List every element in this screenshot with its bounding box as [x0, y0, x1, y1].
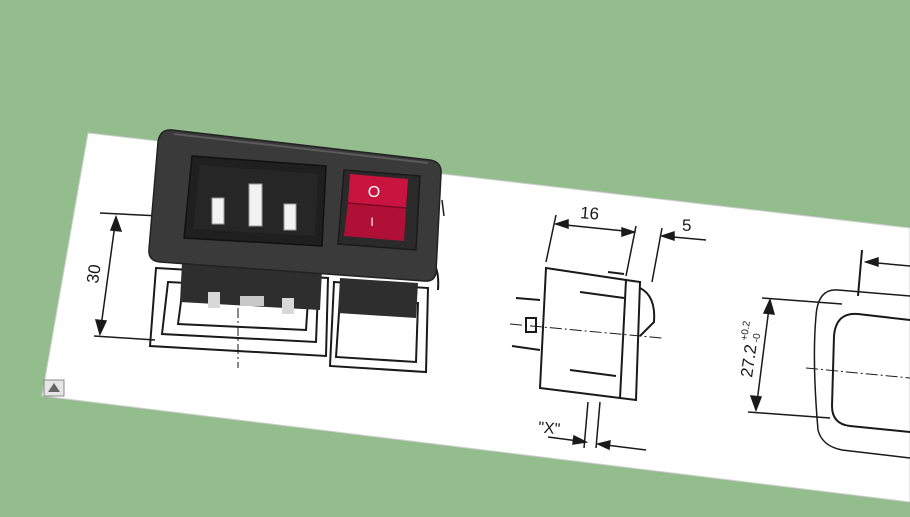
rocker-off-label: O [368, 184, 380, 201]
dimension-27-2-tol-upper: +0.2 [739, 320, 753, 342]
pin-right [283, 203, 297, 231]
dimension-16 [545, 214, 637, 277]
side-view-outline [511, 266, 656, 402]
rocker-on-label: I [370, 215, 373, 229]
dimension-16-label: 16 [579, 203, 600, 224]
power-inlet-module[interactable] [148, 129, 442, 318]
dimension-5-label: 5 [682, 216, 691, 235]
pin-center [248, 183, 263, 227]
dimension-27-2-group: 27.2 +0.2 -0 [737, 320, 763, 379]
dimension-30 [93, 212, 161, 341]
dimension-x [547, 401, 647, 451]
side-center-line [509, 323, 663, 339]
right-center-line [805, 367, 910, 379]
dimension-27-2-label: 27.2 [737, 343, 760, 378]
dimension-27-2-tol-lower: -0 [751, 332, 763, 343]
dimension-27-2 [747, 297, 843, 419]
top-ext-line [441, 199, 445, 217]
triangle-up-icon[interactable] [43, 379, 65, 397]
right-top-arrow [863, 256, 910, 268]
dimension-x-label: "X" [537, 419, 561, 438]
pin-left [211, 197, 225, 225]
dimension-30-label: 30 [83, 263, 104, 284]
dimension-5 [651, 227, 707, 283]
rocker-switch[interactable]: O I [344, 174, 408, 241]
